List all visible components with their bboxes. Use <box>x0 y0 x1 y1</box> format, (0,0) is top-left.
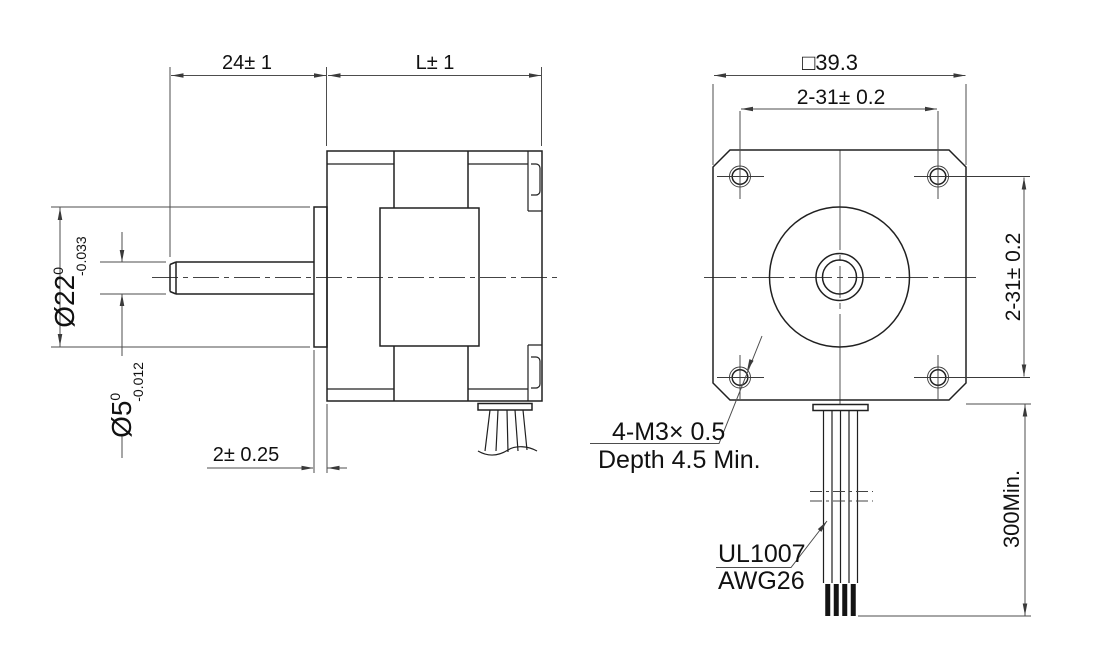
side-view-lead-wires <box>477 402 538 456</box>
front-view-lead-wires <box>810 403 873 616</box>
hole-spacing-horizontal-label: 2-31± 0.2 <box>797 86 886 109</box>
lead-wire-callout-line2: AWG26 <box>718 567 805 595</box>
svg-text:Ø50-0.012: Ø50-0.012 <box>106 362 146 438</box>
front-view: □39.3 2-31± 0.2 2-31± 0.2 4-M3× 0.5 Dept… <box>590 50 1031 617</box>
mounting-hole-leader-line <box>590 335 763 444</box>
shaft-diameter-dimension-label: Ø50-0.012 <box>106 362 146 438</box>
pilot-depth-dimension-label: 2± 0.25 <box>213 444 280 466</box>
front-view-motor-face <box>712 149 967 401</box>
wire-stripped-tips <box>825 584 856 616</box>
shaft-length-dimension-label: 24± 1 <box>222 52 272 74</box>
body-length-dimension-label: L± 1 <box>416 52 455 74</box>
side-view: 24± 1 L± 1 Ø220-0.033 Ø50-0.012 2± 0.25 <box>49 52 560 473</box>
front-view-dimensions <box>590 73 1031 617</box>
lead-wire-length-label: 300Min. <box>999 470 1024 548</box>
mounting-hole-callout-line2: Depth 4.5 Min. <box>598 446 761 474</box>
wire-break-wave <box>477 446 538 456</box>
svg-text:2-31± 0.2: 2-31± 0.2 <box>1002 233 1025 322</box>
hole-spacing-vertical-label: 2-31± 0.2 <box>1002 233 1025 322</box>
frame-size-dimension-label: □39.3 <box>802 50 858 75</box>
pilot-diameter-dimension-label: Ø220-0.033 <box>49 236 89 328</box>
side-view-motor-body <box>169 150 543 402</box>
svg-text:300Min.: 300Min. <box>999 470 1024 548</box>
side-view-dimensions <box>51 67 542 473</box>
lead-wire-callout-line1: UL1007 <box>718 540 806 568</box>
mounting-hole-bottom-right <box>914 355 1030 399</box>
svg-text:Ø220-0.033: Ø220-0.033 <box>49 236 89 328</box>
lead-wire-leader-line <box>716 520 828 568</box>
wire-break-lines <box>810 491 873 502</box>
mounting-hole-callout-line1: 4-M3× 0.5 <box>612 418 725 446</box>
